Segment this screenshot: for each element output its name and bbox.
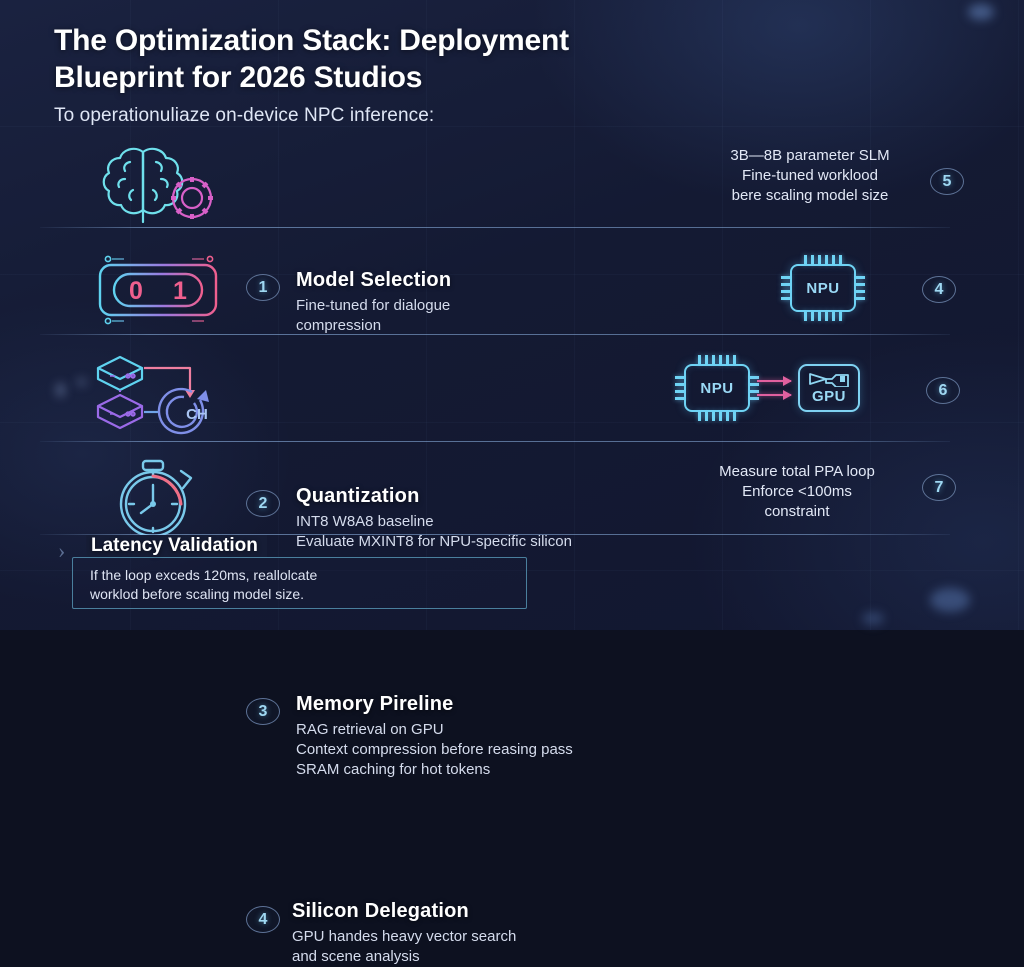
step-row-2: 0 1 2 Quantization INT8 W8A8 baseline Ev…	[0, 240, 1024, 550]
page-subtitle: To operationuliaze on-device NPC inferen…	[54, 105, 435, 127]
row-divider	[40, 441, 950, 442]
step-5-line: Fine-tuned worklood	[742, 167, 878, 185]
svg-text:CH: CH	[186, 406, 208, 423]
chip-pins-top	[698, 355, 736, 365]
page-title: The Optimization Stack: Deployment Bluep…	[54, 22, 884, 96]
note-title: Latency Validation	[86, 535, 267, 557]
npu-chip-body: NPU	[675, 355, 759, 421]
step-badge-5: 5	[930, 168, 964, 195]
npu-chip-icon: NPU	[781, 255, 865, 321]
decorative-quote-icon: ›	[58, 538, 66, 563]
step-3-line: SRAM caching for hot tokens	[296, 760, 491, 778]
chip-pins-bottom	[804, 311, 842, 321]
stopwatch-icon	[78, 448, 238, 548]
step-1-heading: Model Selection	[296, 269, 452, 291]
step-7-line: Measure total PPA loop	[719, 463, 875, 480]
page-header: The Optimization Stack: Deployment Bluep…	[54, 22, 884, 127]
note-line: If the loop exceds 120ms, reallolcate	[90, 567, 318, 583]
chip-pins-bottom	[698, 411, 736, 421]
chip-pins-right	[855, 276, 865, 300]
step-badge-3: 3	[246, 698, 280, 725]
row-divider	[40, 534, 950, 535]
gpu-card-label: GPU	[811, 388, 846, 405]
step-4-lines: GPU handes heavy vector search and scene…	[292, 927, 516, 967]
step-row-3: CH 3 Memory Pireline RAG retrieval on GP…	[0, 344, 1024, 778]
flow-arrows	[757, 376, 792, 400]
step-2-heading: Quantization	[296, 485, 420, 507]
step-5-line: 3B—8B parameter SLM	[730, 147, 890, 164]
chip-pins-left	[675, 376, 685, 400]
step-badge-1: 1	[246, 274, 280, 301]
note-box-border	[72, 557, 527, 609]
binary-toggle-icon: 0 1	[78, 240, 238, 340]
step-3-lines: RAG retrieval on GPU Context compression…	[296, 720, 573, 780]
step-badge-6: 6	[926, 377, 960, 404]
chip-pins-right	[749, 376, 759, 400]
step-7-line: constraint	[764, 503, 830, 521]
brain-gear-icon	[78, 132, 238, 232]
step-5-text: 3B—8B parameter SLM Fine-tuned worklood …	[686, 146, 934, 206]
npu-chip-body: NPU	[781, 255, 865, 321]
step-3-heading: Memory Pireline	[296, 693, 454, 715]
step-badge-4: 4	[246, 906, 280, 933]
step-4-text: Silicon Delegation GPU handes heavy vect…	[292, 900, 516, 967]
step-badge-2: 2	[246, 490, 280, 517]
page-title-line1: The Optimization Stack: Deployment	[54, 24, 569, 57]
row-divider	[40, 227, 950, 228]
step-5-line: bere scaling model size	[731, 187, 889, 205]
step-1-text: Model Selection Fine-tuned for dialogue …	[296, 269, 451, 336]
step-3-line: RAG retrieval on GPU	[296, 721, 444, 738]
chip-pins-left	[781, 276, 791, 300]
note-line: worklod before scaling model size.	[90, 586, 304, 603]
step-1-lines: Fine-tuned for dialogue compression	[296, 296, 451, 336]
step-badge-4-right: 4	[922, 276, 956, 303]
latency-validation-note: Latency Validation › If the loop exceds …	[58, 535, 527, 609]
step-2-line: Evaluate MXINT8 for NPU-specific silicon	[296, 532, 572, 550]
note-lines: If the loop exceds 120ms, reallolcate wo…	[90, 566, 317, 605]
step-7-text: Measure total PPA loop Enforce <100ms co…	[672, 462, 922, 522]
step-4-heading: Silicon Delegation	[292, 900, 469, 922]
row-divider	[40, 334, 950, 335]
step-2-line: INT8 W8A8 baseline	[296, 513, 434, 530]
step-row-1: 1 Model Selection Fine-tuned for dialogu…	[0, 132, 1024, 334]
npu-chip-label: NPU	[806, 279, 840, 297]
page-title-line2: Blueprint for 2026 Studios	[54, 61, 423, 95]
svg-text:1: 1	[173, 277, 187, 305]
step-3-text: Memory Pireline RAG retrieval on GPU Con…	[296, 693, 573, 780]
step-row-4: 4 Silicon Delegation GPU handes heavy ve…	[0, 448, 1024, 965]
npu-chip-label: NPU	[700, 379, 734, 397]
step-badge-7: 7	[922, 474, 956, 501]
step-1-line: Fine-tuned for dialogue	[296, 297, 451, 314]
step-1-line: compression	[296, 316, 382, 334]
step-3-line: Context compression before reasing pass	[296, 740, 573, 758]
chip-pins-top	[804, 255, 842, 265]
svg-text:0: 0	[129, 277, 143, 305]
arrow-right-icon	[757, 376, 792, 386]
gpu-card-body: GPU	[798, 364, 860, 412]
npu-to-gpu-flow-icon: NPU GPU	[675, 355, 860, 421]
step-4-line: GPU handes heavy vector search	[292, 928, 517, 945]
step-2-lines: INT8 W8A8 baseline Evaluate MXINT8 for N…	[296, 512, 572, 552]
step-7-line: Enforce <100ms	[742, 483, 852, 501]
arrow-right-icon	[757, 390, 792, 400]
memory-cache-icon: CH	[78, 344, 238, 444]
step-4-line: and scene analysis	[292, 947, 420, 965]
step-2-text: Quantization INT8 W8A8 baseline Evaluate…	[296, 485, 572, 552]
